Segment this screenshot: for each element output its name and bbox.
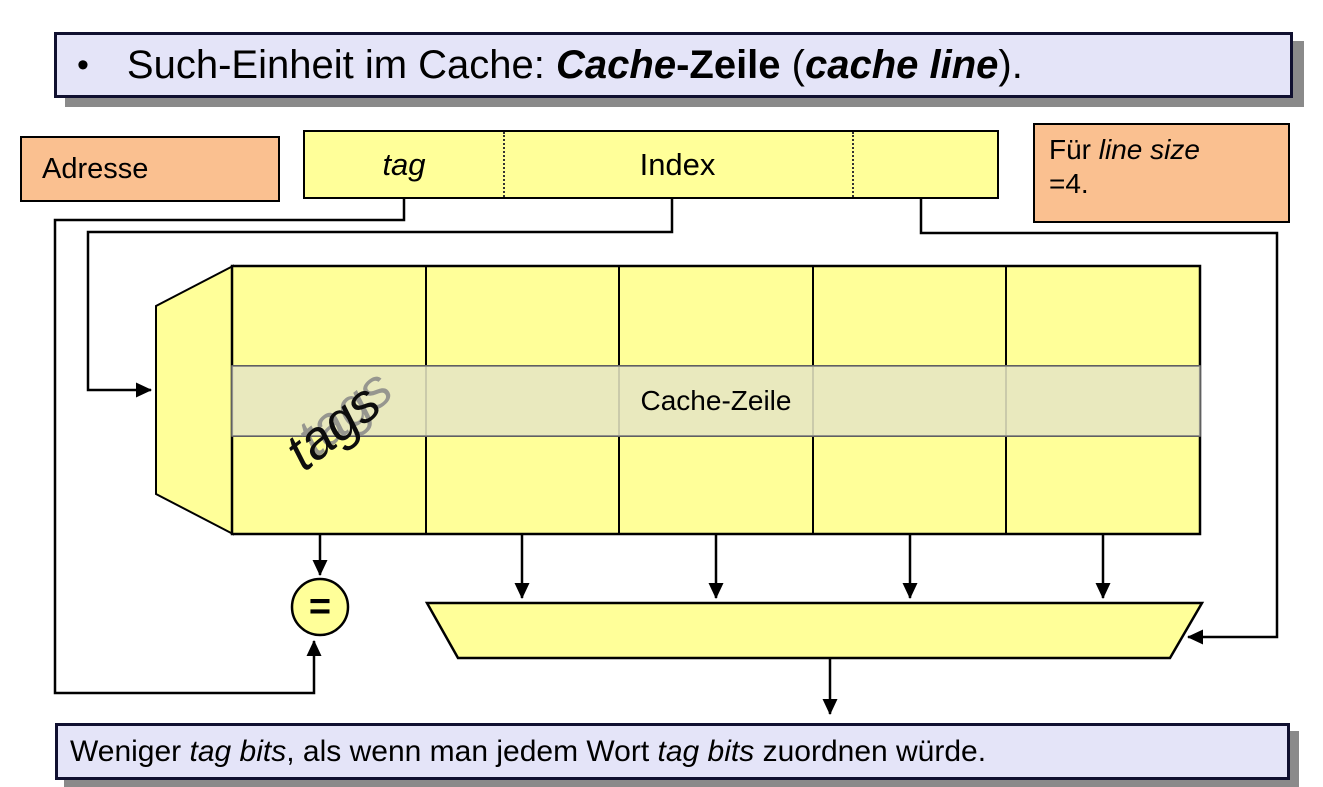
line-size-note-box: Für line size =4. xyxy=(1033,123,1290,223)
note-line-2: =4. xyxy=(1049,168,1089,199)
address-box: Adresse xyxy=(20,136,280,202)
footer-text: Weniger tag bits, als wenn man jedem Wor… xyxy=(70,734,987,768)
mux-shape xyxy=(424,601,1205,660)
connector-index-to-row xyxy=(86,198,674,398)
cache-line-row-label: Cache-Zeile xyxy=(640,385,792,416)
title-banner: • Such-Einheit im Cache: Cache-Zeile (ca… xyxy=(54,32,1293,98)
address-field-bar: tag Index xyxy=(303,130,999,199)
tag-field-label: tag xyxy=(382,146,426,182)
connector-offset-to-mux xyxy=(919,198,1279,645)
index-field-label: Index xyxy=(639,146,716,182)
connector-tag-to-comparator xyxy=(53,198,406,695)
comparator-circle xyxy=(290,577,350,637)
tag-funnel-shape xyxy=(155,264,234,536)
bullet-icon: • xyxy=(77,45,89,84)
cache-line-row-highlight xyxy=(231,365,1201,437)
field-divider xyxy=(852,132,854,197)
note-line-1: Für line size xyxy=(1049,134,1200,165)
comparator-symbol: = xyxy=(308,585,332,628)
title-text: Such-Einheit im Cache: Cache-Zeile (cach… xyxy=(126,42,1023,87)
field-divider xyxy=(503,132,505,197)
footer-banner: Weniger tag bits, als wenn man jedem Wor… xyxy=(55,723,1290,780)
address-label: Adresse xyxy=(42,152,149,185)
